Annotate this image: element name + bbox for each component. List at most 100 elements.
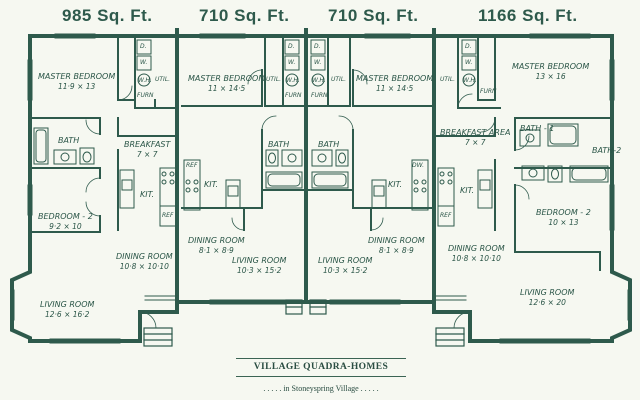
caption-rule-bottom [236, 376, 406, 377]
u2-util-label: UTIL. [266, 76, 282, 83]
u1-water-heater-label: W.H. [138, 77, 152, 84]
u4-furn-label: FURN [480, 88, 497, 95]
room-name: DINING ROOM [116, 252, 173, 261]
room-name: BREAKFAST AREA [440, 128, 511, 137]
room-name: MASTER BEDROOM [356, 74, 434, 83]
u3-dw-label: DW. [412, 162, 424, 169]
room-dimensions: 9·2 × 10 [49, 222, 82, 231]
room-name: LIVING ROOM [232, 256, 287, 265]
bath-fixtures [33, 123, 609, 189]
entry-steps [143, 299, 465, 347]
room-name: BEDROOM - 2 [536, 208, 591, 217]
u1-util-label: UTIL. [155, 76, 171, 83]
room-dimensions: 8·1 × 8·9 [378, 246, 414, 255]
u1-bath: BATH [58, 136, 79, 146]
u3-dining-room: DINING ROOM 8·1 × 8·9 [368, 236, 425, 256]
room-name: BATH [58, 136, 80, 145]
caption-rule-top [236, 358, 406, 359]
room-name: MASTER BEDROOM [512, 62, 590, 71]
u3-util-label: UTIL. [331, 76, 347, 83]
room-name: MASTER BEDROOM [38, 72, 116, 81]
u2-master-bedroom: MASTER BEDROOM 11 × 14·5 [188, 74, 265, 94]
room-name: LIVING ROOM [40, 300, 95, 309]
u2-furn-label: FURN [285, 92, 302, 99]
u3-furn-label: FURN [311, 92, 328, 99]
room-dimensions: 10·8 × 10·10 [119, 262, 169, 271]
plan-title: VILLAGE QUADRA-HOMES [253, 362, 389, 372]
u2-washer-label: W. [288, 59, 296, 66]
room-dimensions: 8·1 × 8·9 [198, 246, 234, 255]
u4-bedroom-2: BEDROOM - 2 10 × 13 [536, 208, 591, 228]
u4-water-heater-label: W.H. [463, 77, 477, 84]
u1-ref-label: REF [162, 212, 174, 219]
room-name: BATH [318, 140, 340, 149]
u1-kitchen: KIT. [140, 190, 154, 200]
room-dimensions: 7 × 7 [136, 150, 158, 159]
u1-master-bedroom: MASTER BEDROOM 11·9 × 13 [38, 72, 115, 92]
u2-water-heater-label: W.H. [286, 77, 300, 84]
outer-walls [10, 28, 632, 343]
u4-dining-room: DINING ROOM 10·8 × 10·10 [448, 244, 505, 264]
u2-dryer-label: D. [288, 43, 295, 50]
room-name: KIT. [460, 186, 475, 195]
room-name: MASTER BEDROOM [188, 74, 266, 83]
room-name: KIT. [140, 190, 155, 199]
u4-master-bedroom: MASTER BEDROOM 13 × 16 [512, 62, 589, 82]
u1-living-room: LIVING ROOM 12·6 × 16·2 [40, 300, 94, 320]
room-dimensions: 10·8 × 10·10 [451, 254, 501, 263]
unit-2-sqft: 710 Sq. Ft. [199, 6, 290, 25]
room-dimensions: 11·9 × 13 [57, 82, 96, 91]
u4-ref-label: REF [440, 212, 452, 219]
u2-ref-label: REF [186, 162, 198, 169]
u1-furn-label: FURN [137, 92, 154, 99]
u3-bath: BATH [318, 140, 339, 150]
u1-washer-label: W. [140, 59, 148, 66]
room-name: BATH [268, 140, 290, 149]
room-dimensions: 13 × 16 [535, 72, 566, 81]
u1-bedroom-2: BEDROOM - 2 9·2 × 10 [38, 212, 93, 232]
room-name: DINING ROOM [448, 244, 505, 253]
u3-living-room: LIVING ROOM 10·3 × 15·2 [318, 256, 372, 276]
room-name: BREAKFAST [124, 140, 171, 149]
room-dimensions: 11 × 14·5 [375, 84, 414, 93]
room-name: BATH - 1 [520, 124, 555, 133]
utility-fixtures [136, 39, 477, 87]
u4-washer-label: W. [465, 59, 473, 66]
u2-living-room: LIVING ROOM 10·3 × 15·2 [232, 256, 286, 276]
room-dimensions: 10 × 13 [548, 218, 579, 227]
unit-3-sqft: 710 Sq. Ft. [328, 6, 419, 25]
room-name: BEDROOM - 2 [38, 212, 93, 221]
room-name: LIVING ROOM [520, 288, 575, 297]
room-name: DINING ROOM [188, 236, 245, 245]
u4-bath-1: BATH - 1 [520, 124, 554, 134]
u2-dining-room: DINING ROOM 8·1 × 8·9 [188, 236, 245, 256]
u4-kitchen: KIT. [460, 186, 474, 196]
u4-util-label: UTIL. [440, 76, 456, 83]
kitchen-fixtures [119, 159, 493, 227]
room-name: KIT. [388, 180, 403, 189]
windows [13, 33, 629, 344]
plan-subtitle: . . . . . in Stoneyspring Village . . . … [263, 384, 379, 393]
u3-water-heater-label: W.H. [312, 77, 326, 84]
u3-dryer-label: D. [314, 43, 321, 50]
u2-bath: BATH [268, 140, 289, 150]
u4-bath-2: BATH-2 [592, 146, 621, 156]
u3-washer-label: W. [314, 59, 322, 66]
u4-dryer-label: D. [465, 43, 472, 50]
u4-living-room: LIVING ROOM 12·6 × 20 [520, 288, 574, 308]
room-dimensions: 12·6 × 16·2 [44, 310, 90, 319]
room-dimensions: 7 × 7 [464, 138, 486, 147]
u3-kitchen: KIT. [388, 180, 402, 190]
u2-kitchen: KIT. [204, 180, 218, 190]
u1-breakfast: BREAKFAST 7 × 7 [124, 140, 170, 160]
u4-breakfast-area: BREAKFAST AREA 7 × 7 [440, 128, 511, 148]
room-name: KIT. [204, 180, 219, 189]
u1-dining-room: DINING ROOM 10·8 × 10·10 [116, 252, 173, 272]
unit-4-sqft: 1166 Sq. Ft. [478, 6, 578, 25]
room-name: BATH-2 [592, 146, 622, 155]
room-dimensions: 10·3 × 15·2 [236, 266, 282, 275]
u3-master-bedroom: MASTER BEDROOM 11 × 14·5 [356, 74, 433, 94]
room-dimensions: 11 × 14·5 [207, 84, 246, 93]
unit-1-sqft: 985 Sq. Ft. [62, 6, 153, 25]
